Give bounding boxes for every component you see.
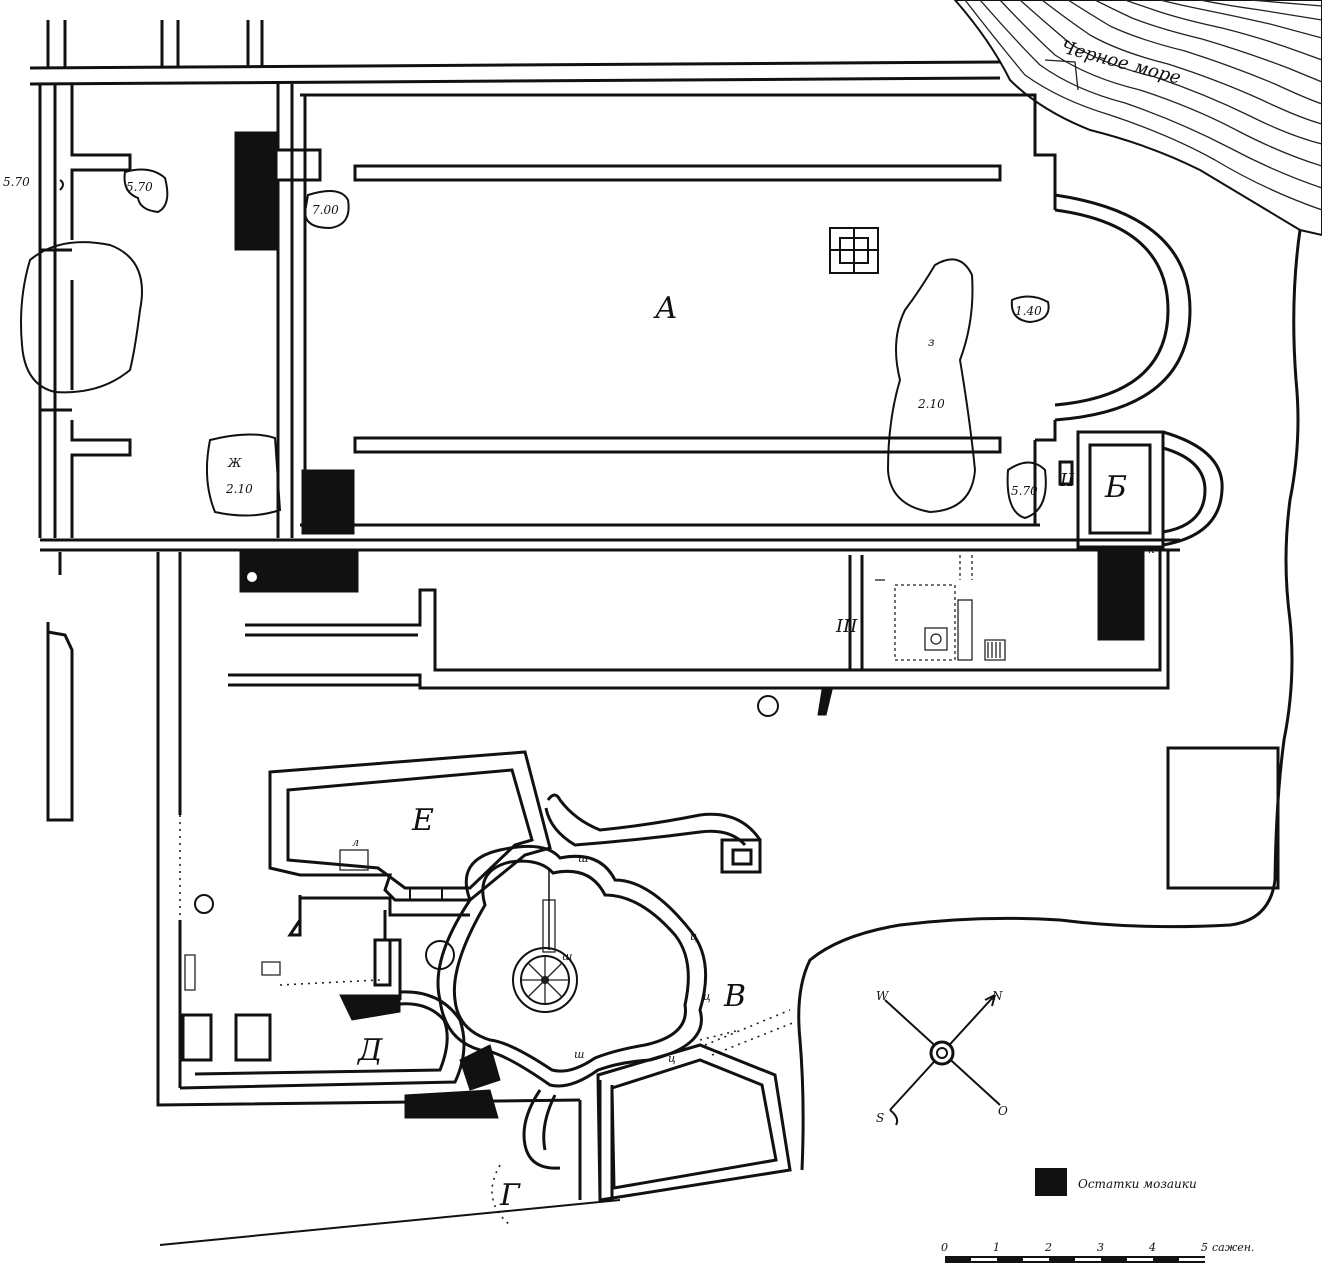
scale-tick-4: 4	[1148, 1241, 1156, 1254]
mark-l: л	[352, 836, 359, 849]
scale-tick-2: 2	[1044, 1241, 1052, 1254]
room-label-g: Г	[499, 1178, 521, 1213]
depth-oval-140	[1010, 295, 1050, 324]
legend	[1035, 1168, 1067, 1196]
mark-sh-3: ш	[562, 950, 572, 963]
coastline	[797, 229, 1302, 1171]
scale-bar	[945, 1256, 1205, 1263]
room-label-d: Д	[356, 1033, 383, 1068]
legend-label: Остатки мозаики	[1078, 1177, 1197, 1191]
connector-rooms	[287, 887, 470, 1000]
sea-area	[953, 0, 1322, 237]
mark-k: к	[1148, 543, 1155, 556]
depth-700: 7.00	[312, 203, 339, 217]
compass-north: N	[991, 989, 1003, 1003]
scale-tick-5: 5	[1201, 1241, 1208, 1254]
room-label-v: В	[723, 979, 746, 1014]
compass-rose	[884, 994, 1001, 1126]
room-label-zh: Ж	[227, 456, 242, 470]
baptistery-niche	[425, 940, 455, 970]
small-feature-2	[184, 954, 196, 991]
mark-z: з	[928, 335, 935, 349]
depth-oval-700	[303, 190, 350, 230]
se-enclosure	[596, 1043, 792, 1202]
depth-140: 1.40	[1015, 304, 1042, 318]
west-annex	[38, 84, 322, 538]
west-long-walls	[46, 552, 581, 1107]
scale-unit: сажен.	[1212, 1241, 1254, 1254]
dotted-passage-g	[491, 1164, 511, 1226]
se-square-room	[1166, 746, 1280, 890]
mark-sh-2: ш	[574, 1048, 584, 1061]
chapel-b	[1058, 430, 1224, 549]
scale-ticks: 0 1 2 3 4 5	[941, 1241, 1208, 1254]
basilica-a	[40, 93, 1192, 552]
compass-east: O	[998, 1104, 1008, 1118]
pit-570-inner	[123, 168, 169, 214]
column-base	[757, 695, 779, 717]
room-label-a: А	[653, 291, 678, 326]
door-mark	[817, 689, 833, 716]
compass-south: S	[876, 1111, 884, 1125]
south-annex	[228, 550, 1170, 690]
depth-570-inner: 5.70	[126, 180, 153, 194]
mark-ts-2: ц	[703, 990, 711, 1003]
mark-ts-3: ц	[668, 1052, 676, 1065]
scale-tick-1: 1	[993, 1241, 1000, 1254]
dotted-passage-e	[699, 1009, 796, 1056]
pit-west	[20, 241, 143, 394]
outer-arc-mark	[59, 179, 64, 191]
mark-ts-1: ц	[690, 930, 698, 943]
south-boundary	[159, 1199, 621, 1246]
font-basin	[512, 870, 578, 1013]
tomb-square	[829, 227, 879, 274]
depth-210-zh: 2.10	[225, 482, 253, 496]
mark-roman-3: III	[835, 616, 858, 637]
room-label-b: Б	[1104, 470, 1127, 505]
small-feature	[261, 961, 281, 976]
pit-z	[886, 258, 977, 514]
room-e	[268, 750, 552, 902]
room-d	[179, 990, 466, 1090]
mark-sh-1: ш	[578, 852, 588, 865]
mosaic-remains	[234, 131, 1145, 1119]
depth-210-z: 2.10	[917, 397, 945, 411]
south-annex-details	[875, 555, 1006, 661]
walls-top	[29, 20, 1001, 86]
column-base-2	[194, 894, 214, 914]
depth-570-outer: 5.70	[3, 175, 30, 189]
room-label-e: Е	[411, 803, 434, 838]
scale-tick-3: 3	[1097, 1241, 1104, 1254]
depth-oval-570-b	[1006, 461, 1047, 520]
depth-570-b: 5.70	[1011, 484, 1038, 498]
scale-tick-0: 0	[941, 1241, 948, 1254]
mark-roman-2: II	[1059, 470, 1075, 491]
compass-west: W	[876, 989, 890, 1003]
pit-zh	[206, 433, 282, 517]
room-e-feature	[339, 849, 369, 871]
dotted-wall-mid	[279, 979, 381, 986]
